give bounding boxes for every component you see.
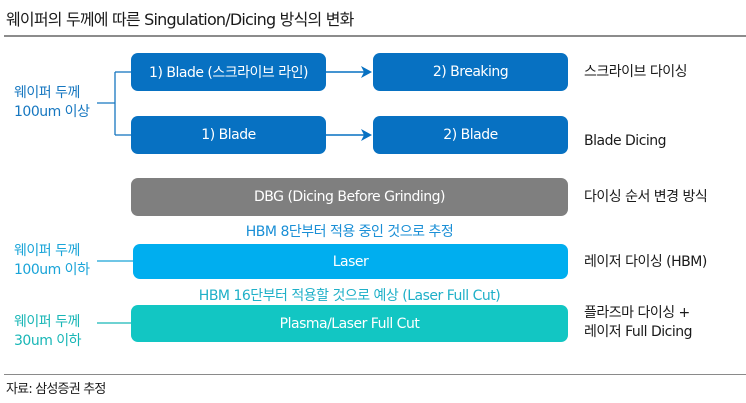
plasma-label: Plasma/Laser Full Cut — [279, 315, 420, 332]
group-label-thin: 웨이퍼 두께 30um 이하 — [14, 313, 82, 351]
blade-step1-box: 1) Blade — [131, 116, 326, 154]
group-thick-line2: 100um 이상 — [14, 104, 90, 120]
group-thick-line1: 웨이퍼 두께 — [14, 85, 80, 101]
scribe-step1-label: 1) Blade (스크라이브 라인) — [149, 65, 308, 81]
laser-label: Laser — [332, 253, 369, 270]
blade-step1-label: 1) Blade — [201, 127, 256, 143]
dbg-result-label: 다이싱 순서 변경 방식 — [584, 189, 708, 205]
blade-step2-label: 2) Blade — [443, 127, 498, 143]
scribe-step2-box: 2) Breaking — [373, 53, 568, 91]
group-label-thick: 웨이퍼 두께 100um 이상 — [14, 84, 90, 122]
blade-result-label: Blade Dicing — [584, 133, 667, 149]
group-label-mid: 웨이퍼 두께 100um 이하 — [14, 242, 90, 280]
title-divider — [4, 35, 746, 37]
laser-bar: Laser — [133, 244, 568, 279]
footer-divider — [4, 374, 746, 375]
scribe-step1-box: 1) Blade (스크라이브 라인) — [131, 53, 326, 91]
plasma-result-label: 플라즈마 다이싱 + 레이저 Full Dicing — [584, 304, 693, 342]
scribe-step2-label: 2) Breaking — [432, 64, 509, 80]
laser-result-label: 레이저 다이싱 (HBM) — [584, 254, 707, 270]
group-mid-line1: 웨이퍼 두께 — [14, 243, 80, 259]
dbg-bar: DBG (Dicing Before Grinding) — [131, 178, 568, 216]
dbg-note: HBM 8단부터 적용 중인 것으로 추정 — [245, 224, 454, 240]
plasma-result-line2: 레이저 Full Dicing — [584, 324, 693, 340]
plasma-bar: Plasma/Laser Full Cut — [131, 305, 568, 342]
blade-step2-box: 2) Blade — [373, 116, 568, 154]
plasma-result-line1: 플라즈마 다이싱 + — [584, 305, 690, 321]
diagram-title: 웨이퍼의 두께에 따른 Singulation/Dicing 방식의 변화 — [6, 10, 354, 29]
dbg-label: DBG (Dicing Before Grinding) — [254, 189, 445, 205]
scribe-result-label: 스크라이브 다이싱 — [584, 64, 688, 80]
group-thin-line1: 웨이퍼 두께 — [14, 314, 80, 330]
source-note: 자료: 삼성증권 추정 — [6, 382, 106, 397]
group-thin-line2: 30um 이하 — [14, 333, 82, 349]
laser-note: HBM 16단부터 적용할 것으로 예상 (Laser Full Cut) — [198, 288, 501, 304]
group-mid-line2: 100um 이하 — [14, 262, 90, 278]
